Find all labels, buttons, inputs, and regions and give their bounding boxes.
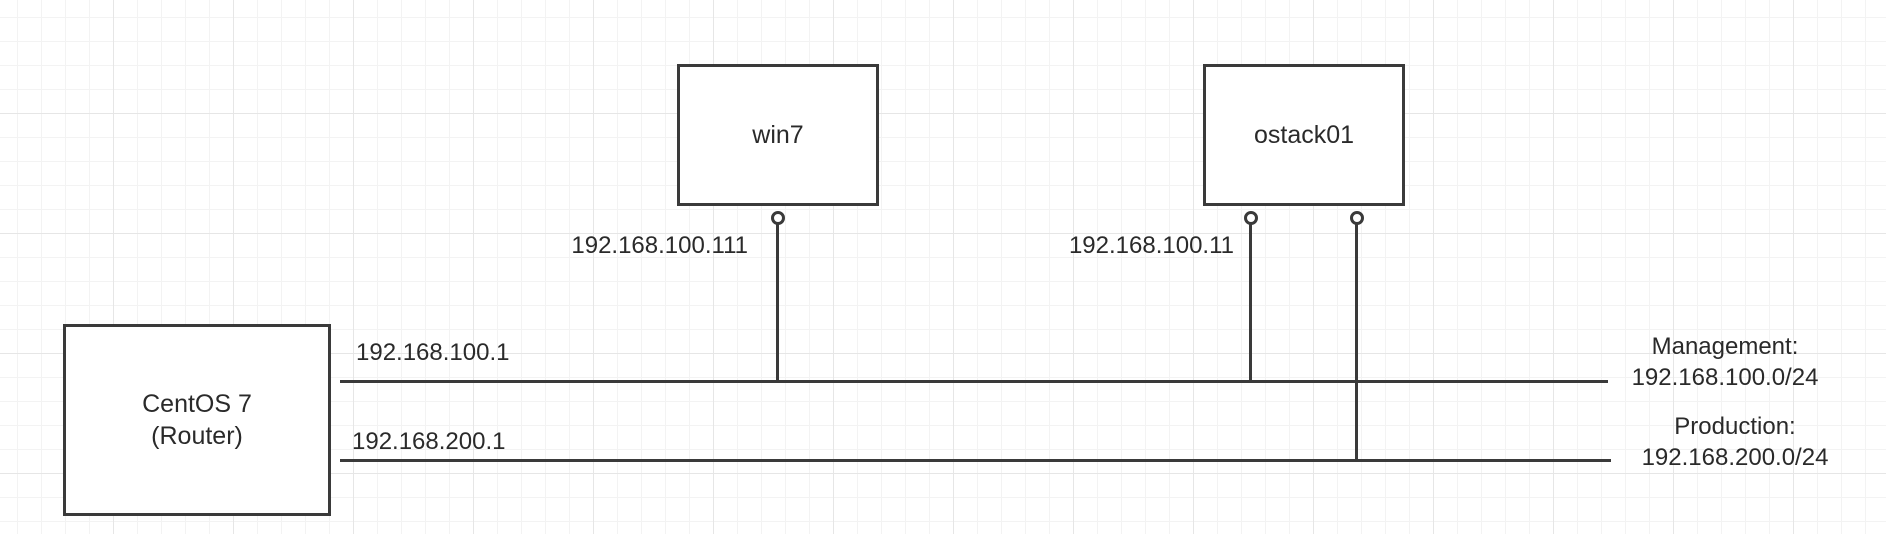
management-network-name: Management: — [1651, 333, 1799, 360]
win7-node: win7 — [677, 64, 879, 206]
win7-label: win7 — [752, 121, 804, 149]
management-network-line — [340, 380, 1608, 383]
router-prod-ip-label: 192.168.200.1 — [352, 428, 506, 455]
win7-port-icon — [771, 211, 785, 225]
ostack01-prod-port-icon — [1350, 211, 1364, 225]
production-network-cidr: 192.168.200.0/24 — [1641, 444, 1829, 471]
router-mgmt-ip-label: 192.168.100.1 — [356, 339, 510, 366]
ostack01-prod-link-line — [1355, 224, 1358, 461]
ostack01-mgmt-port-icon — [1244, 211, 1258, 225]
router-label-name: CentOS 7 — [142, 390, 252, 418]
win7-ip-label: 192.168.100.111 — [571, 232, 748, 259]
ostack01-ip-label: 192.168.100.11 — [1068, 232, 1234, 259]
production-network-name: Production: — [1674, 413, 1796, 440]
win7-link-line — [776, 224, 779, 382]
ostack01-node: ostack01 — [1203, 64, 1405, 206]
management-network-cidr: 192.168.100.0/24 — [1631, 364, 1819, 391]
production-network-line — [340, 459, 1611, 462]
ostack01-label: ostack01 — [1253, 121, 1355, 149]
router-node: CentOS 7 (Router) — [63, 324, 331, 516]
router-label-role: (Router) — [151, 422, 243, 450]
ostack01-mgmt-link-line — [1249, 224, 1252, 382]
